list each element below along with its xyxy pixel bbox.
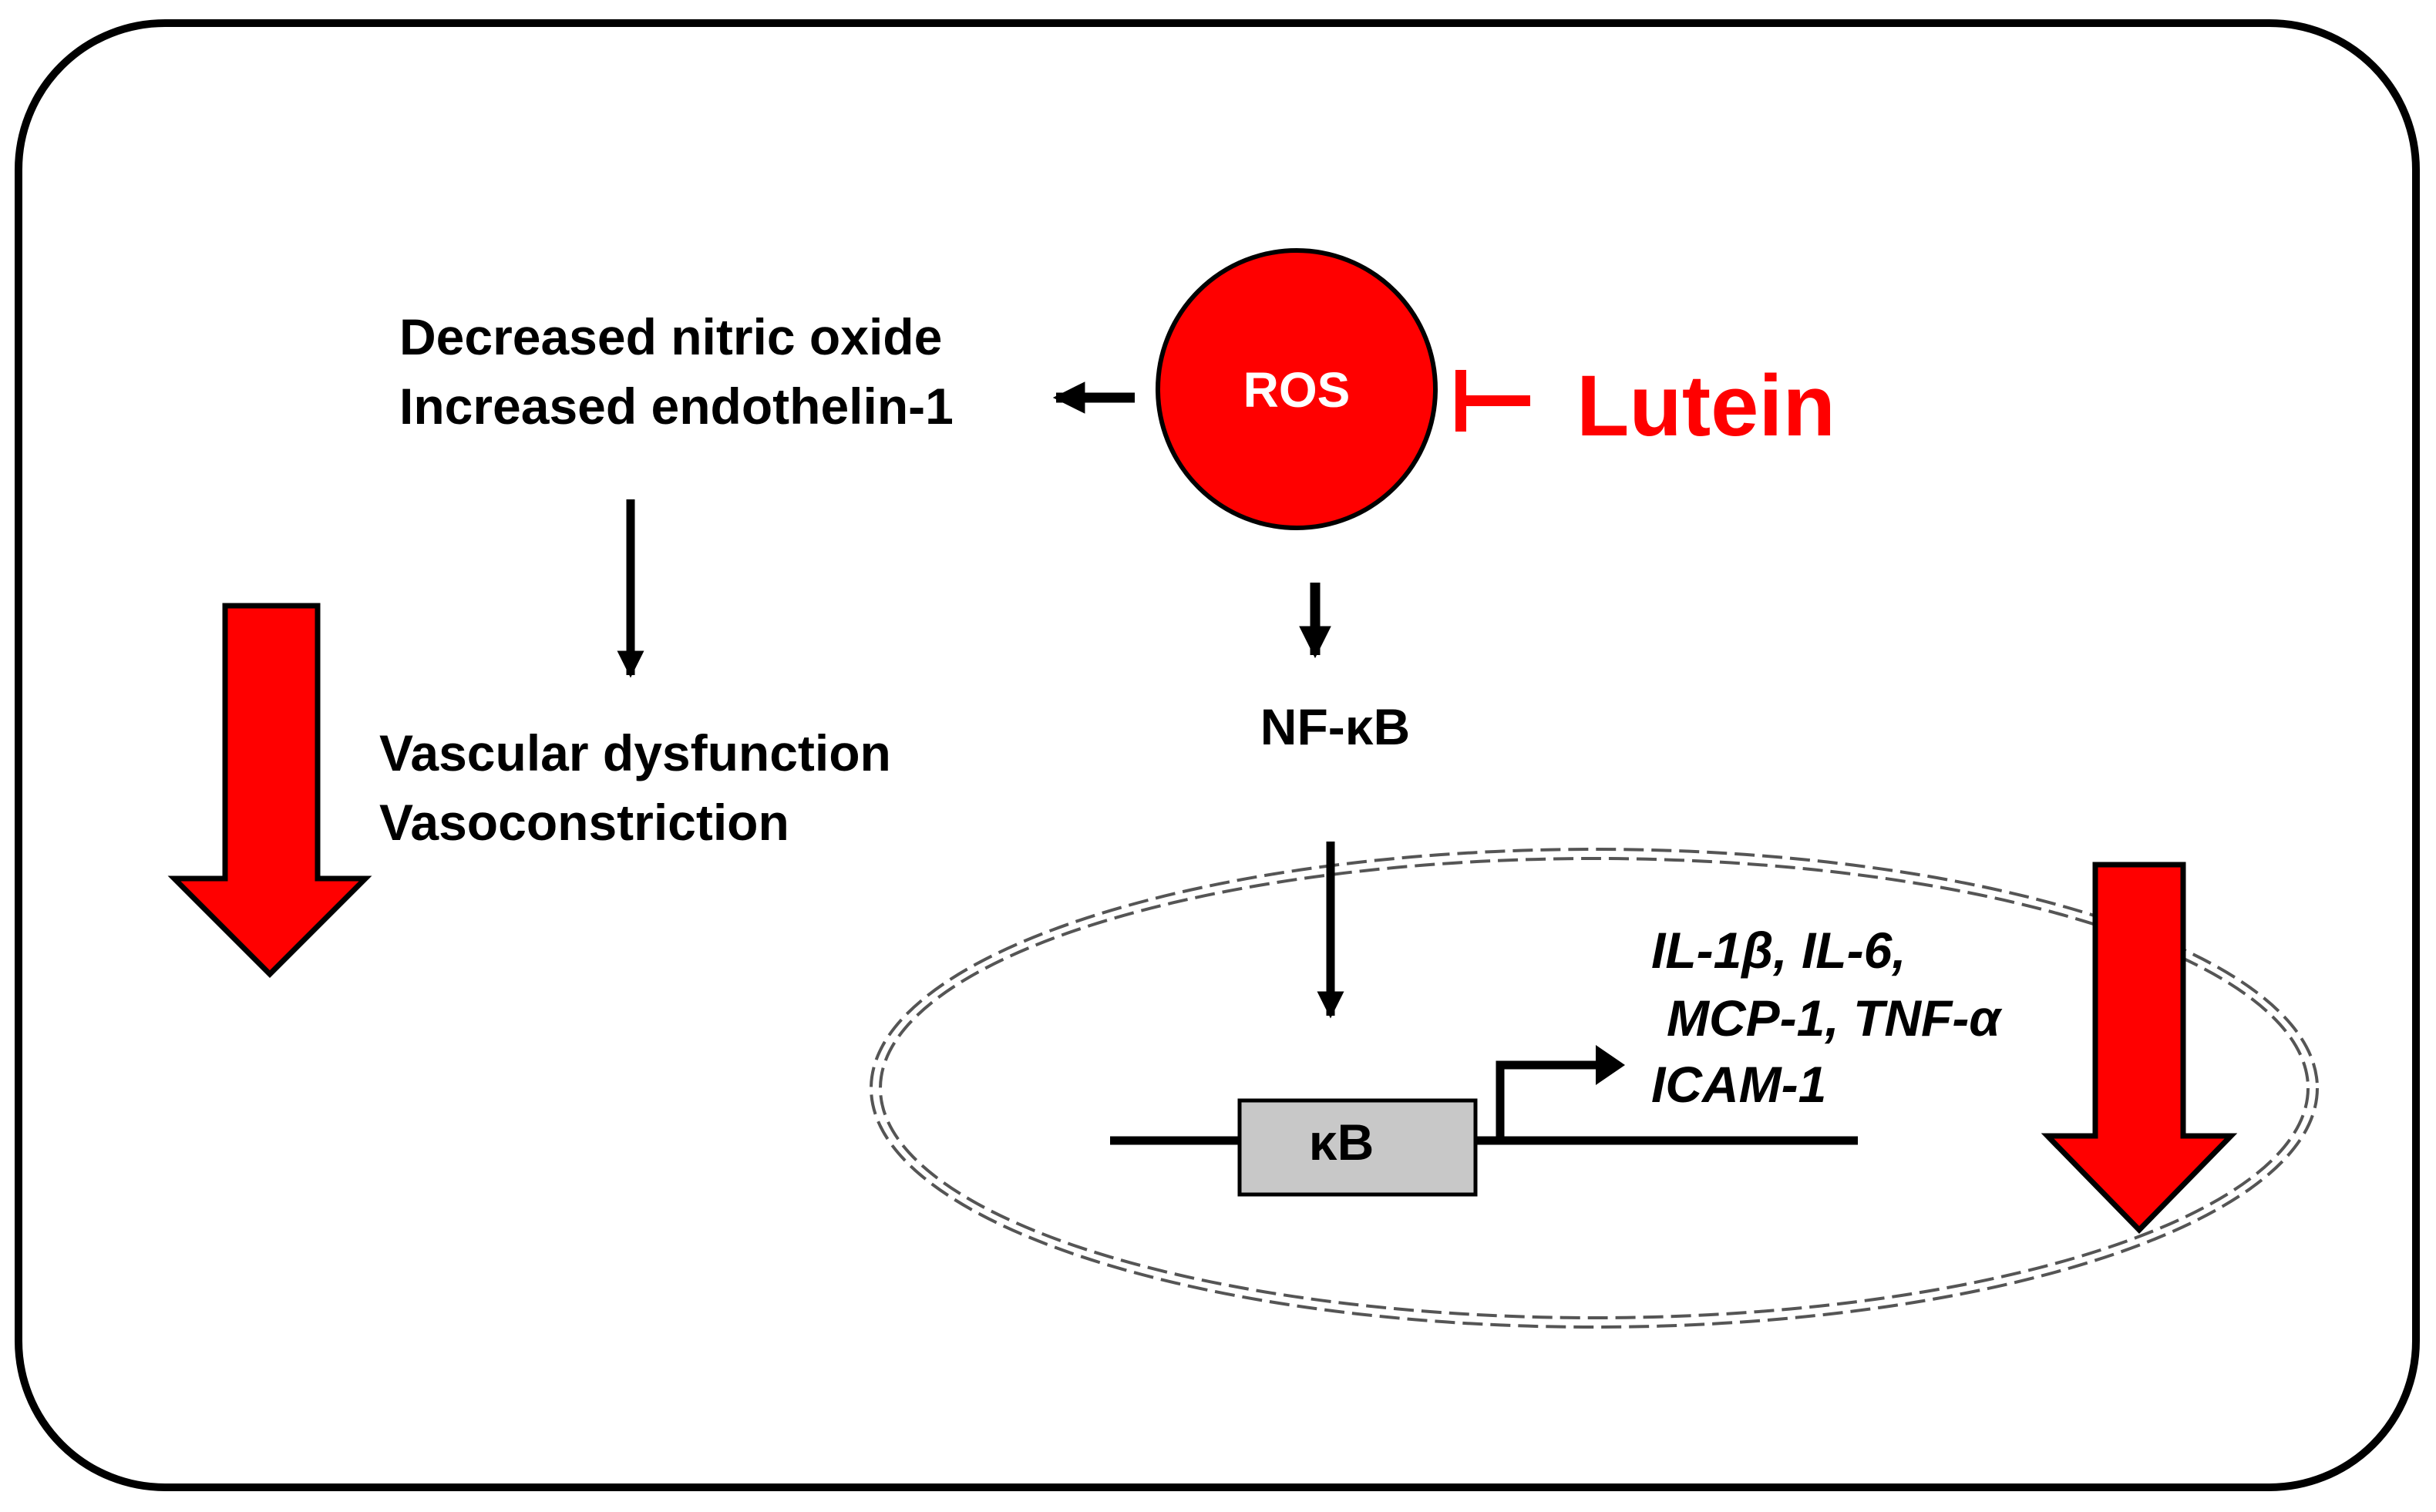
- outer-frame: [15, 19, 2420, 1491]
- big-red-down-arrow-icon: [2041, 862, 2238, 1235]
- ros-node: [1156, 248, 1438, 530]
- nucleus-outline-inner: [879, 857, 2310, 1319]
- kb-promoter-box: [1237, 1098, 1478, 1197]
- bent-arrow-icon: [1496, 1045, 1625, 1141]
- outcome-line-2: Vasoconstriction: [379, 794, 789, 851]
- ros-label: ROS: [1243, 362, 1351, 418]
- nucleus-outline-outer: [870, 848, 2319, 1329]
- effect-line-1: Decreased nitric oxide: [399, 308, 942, 365]
- target-genes-line-2: MCP-1, TNF-α: [1667, 990, 2003, 1047]
- kb-label: κB: [1309, 1114, 1374, 1171]
- nfkb-label: NF-κB: [1260, 698, 1410, 755]
- target-genes-line-1: IL-1β, IL-6,: [1651, 922, 1906, 979]
- outcome-line-1: Vascular dysfunction: [379, 724, 891, 781]
- target-genes-line-3: ICAM-1: [1651, 1056, 1826, 1113]
- inhibition-icon: [1455, 370, 1530, 432]
- lutein-label: Lutein: [1576, 358, 1835, 454]
- effect-line-2: Increased endothelin-1: [399, 378, 954, 435]
- big-red-down-arrow-icon: [167, 603, 372, 978]
